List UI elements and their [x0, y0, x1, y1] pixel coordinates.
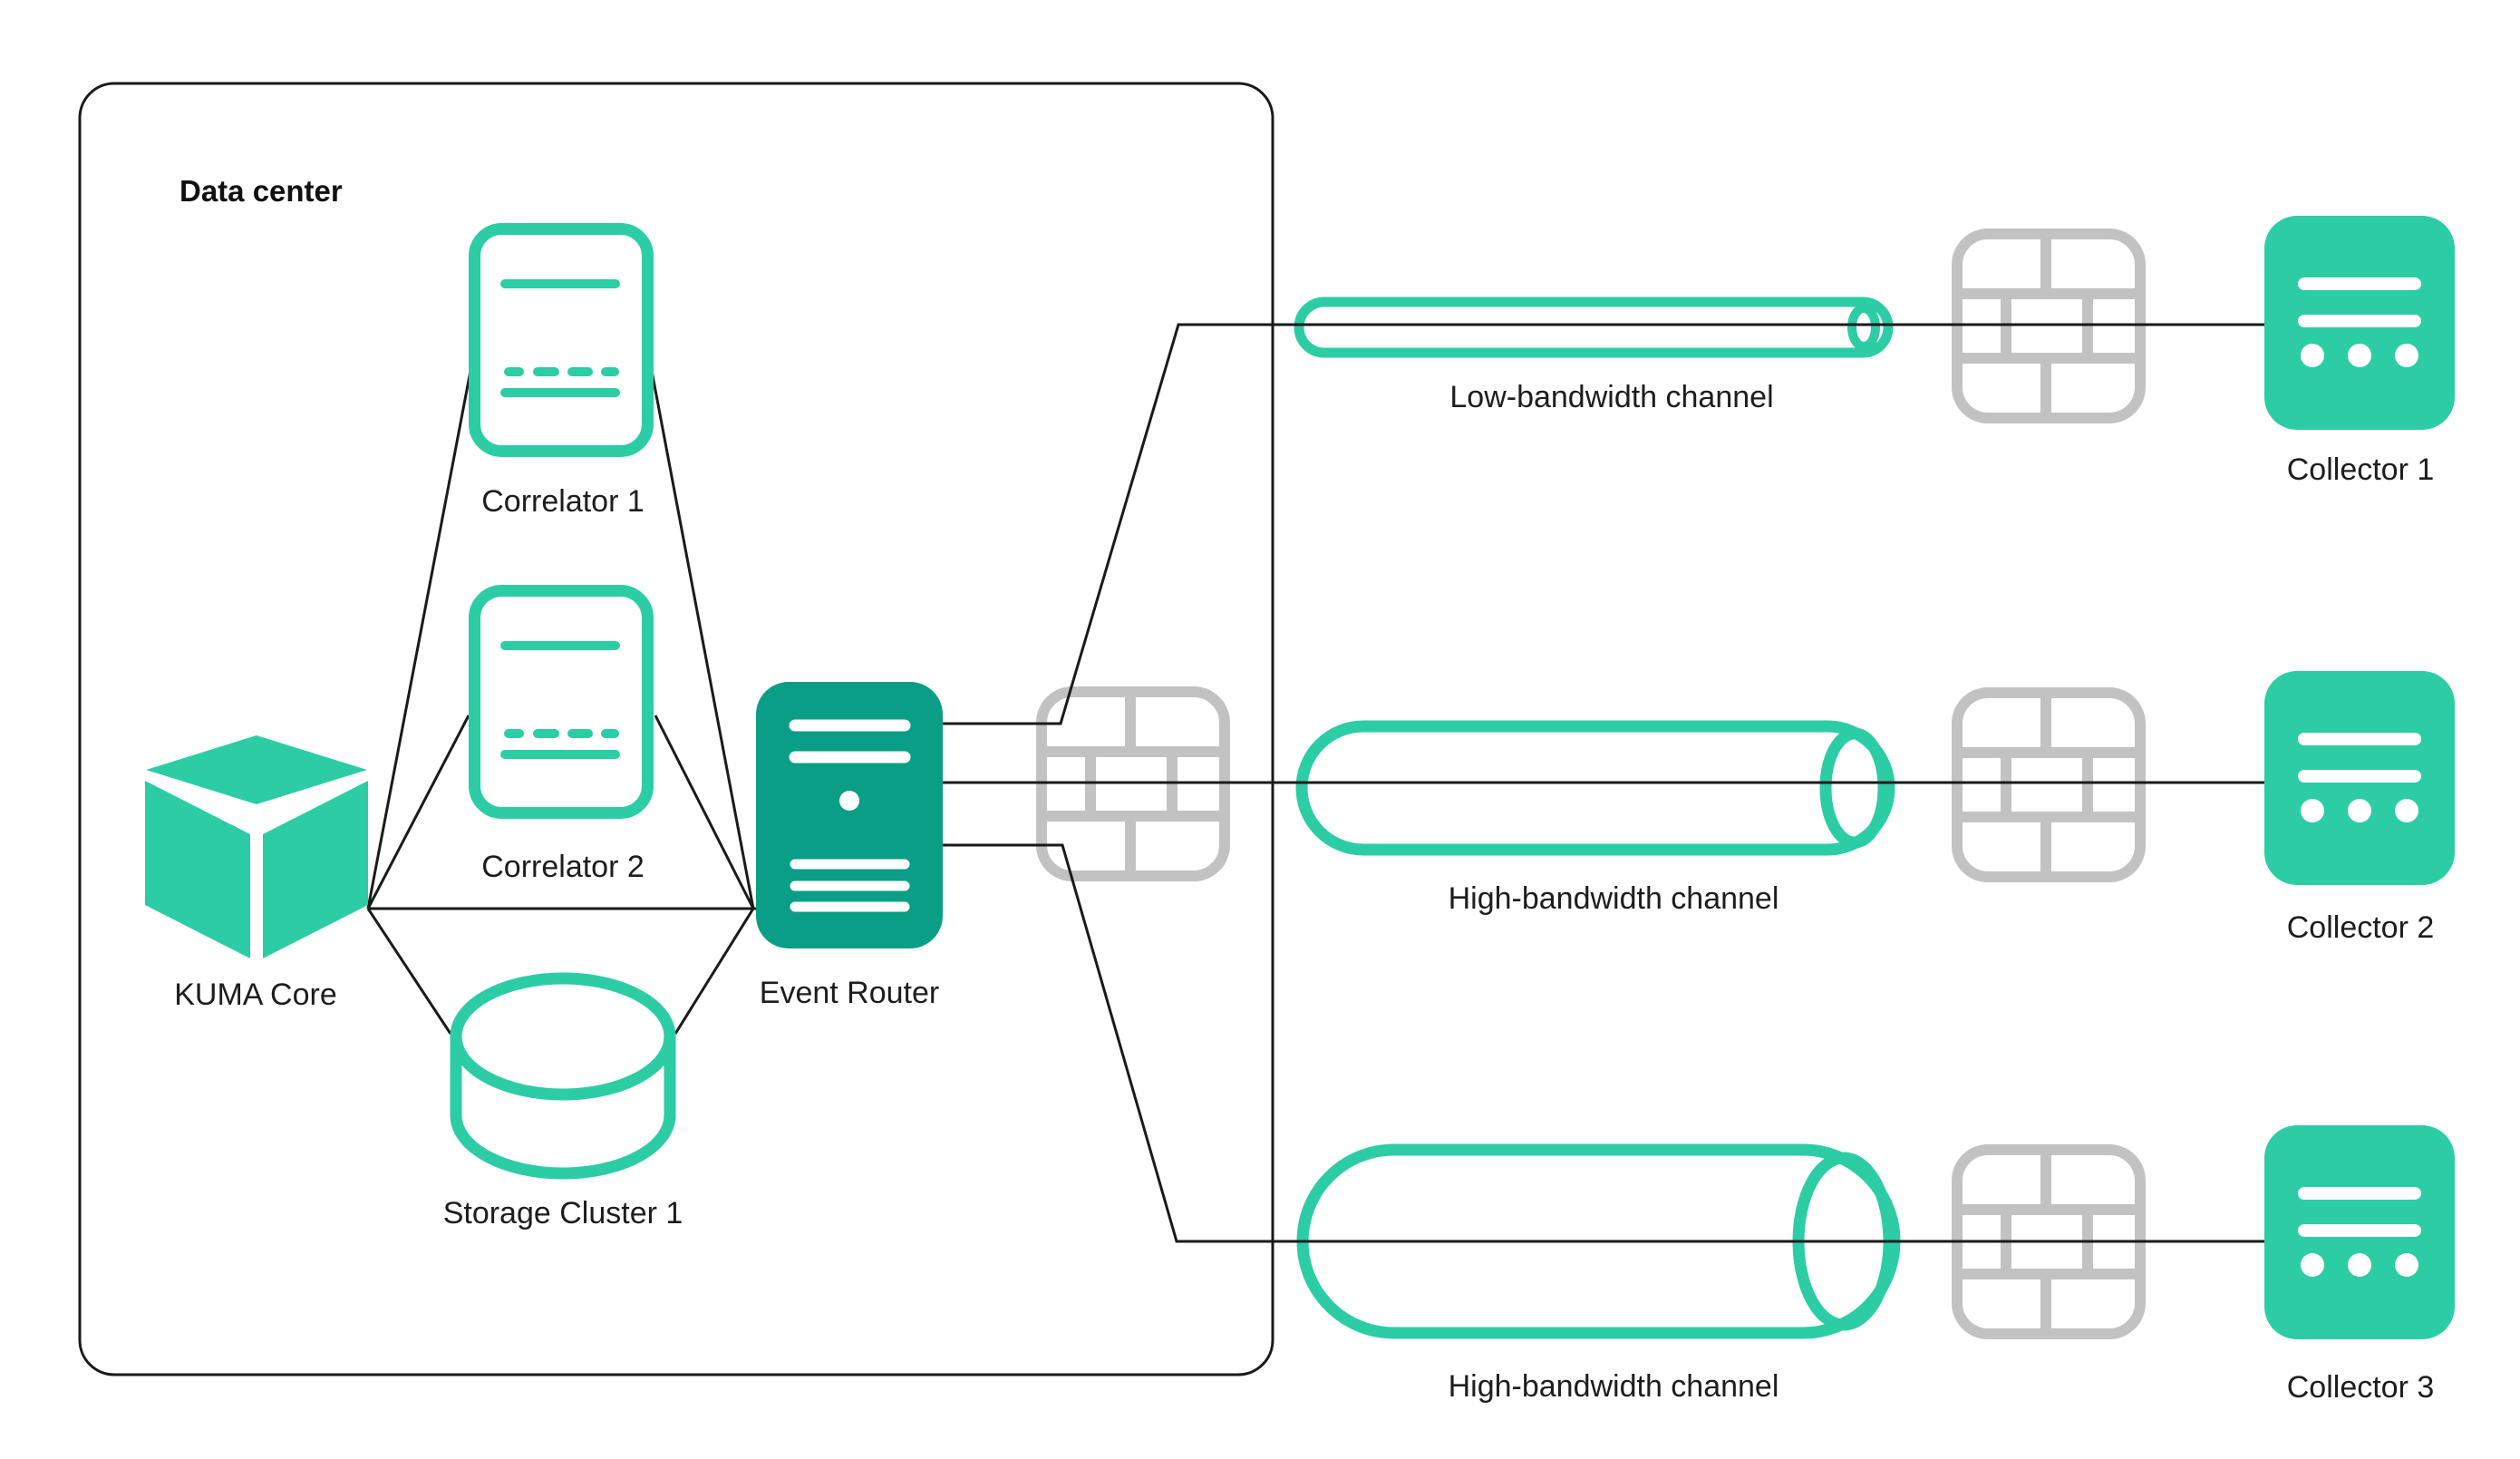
line-router-to-collector-3 [943, 843, 2264, 1243]
correlator-2-label: Correlator 2 [481, 850, 645, 884]
data-center-region-box [78, 82, 1275, 1376]
connector-lines [366, 323, 2264, 1243]
kuma-core-icon [145, 735, 368, 958]
storage-cluster-1-label: Storage Cluster 1 [442, 1196, 683, 1230]
collector-3-label: Collector 3 [2286, 1370, 2435, 1405]
line-router-to-collector-1 [943, 323, 2264, 725]
high-bandwidth-channel-mid-label: High-bandwidth channel [1448, 881, 1779, 916]
correlator-2-icon [475, 591, 648, 813]
kuma-core-label: KUMA Core [174, 978, 337, 1012]
event-router-icon [756, 682, 943, 948]
high-bandwidth-channel-bottom-label: High-bandwidth channel [1448, 1369, 1779, 1404]
data-center-title: Data center [179, 174, 343, 208]
line-kuma-to-storage [366, 908, 452, 1035]
correlator-1-icon [475, 229, 648, 452]
line-kuma-to-correlator-2 [366, 715, 470, 909]
correlator-1-label: Correlator 1 [481, 484, 645, 519]
collector-2-icon [2264, 671, 2455, 885]
line-correlator-2-to-router [654, 715, 755, 909]
line-kuma-to-correlator-1 [366, 370, 472, 909]
collector-1-icon [2264, 216, 2455, 430]
collector-2-label: Collector 2 [2286, 910, 2435, 945]
event-router-label: Event Router [759, 976, 940, 1010]
storage-cluster-icon [450, 972, 676, 1180]
firewall-icon-collector-2 [1957, 693, 2140, 877]
collector-3-icon [2264, 1125, 2455, 1339]
high-bandwidth-pipe-mid-icon [1295, 720, 1895, 856]
collector-1-label: Collector 1 [2286, 452, 2435, 487]
line-storage-to-router [674, 908, 755, 1035]
low-bandwidth-channel-label: Low-bandwidth channel [1449, 380, 1774, 414]
line-correlator-1-to-router [650, 370, 755, 909]
low-bandwidth-pipe-icon [1294, 297, 1894, 358]
